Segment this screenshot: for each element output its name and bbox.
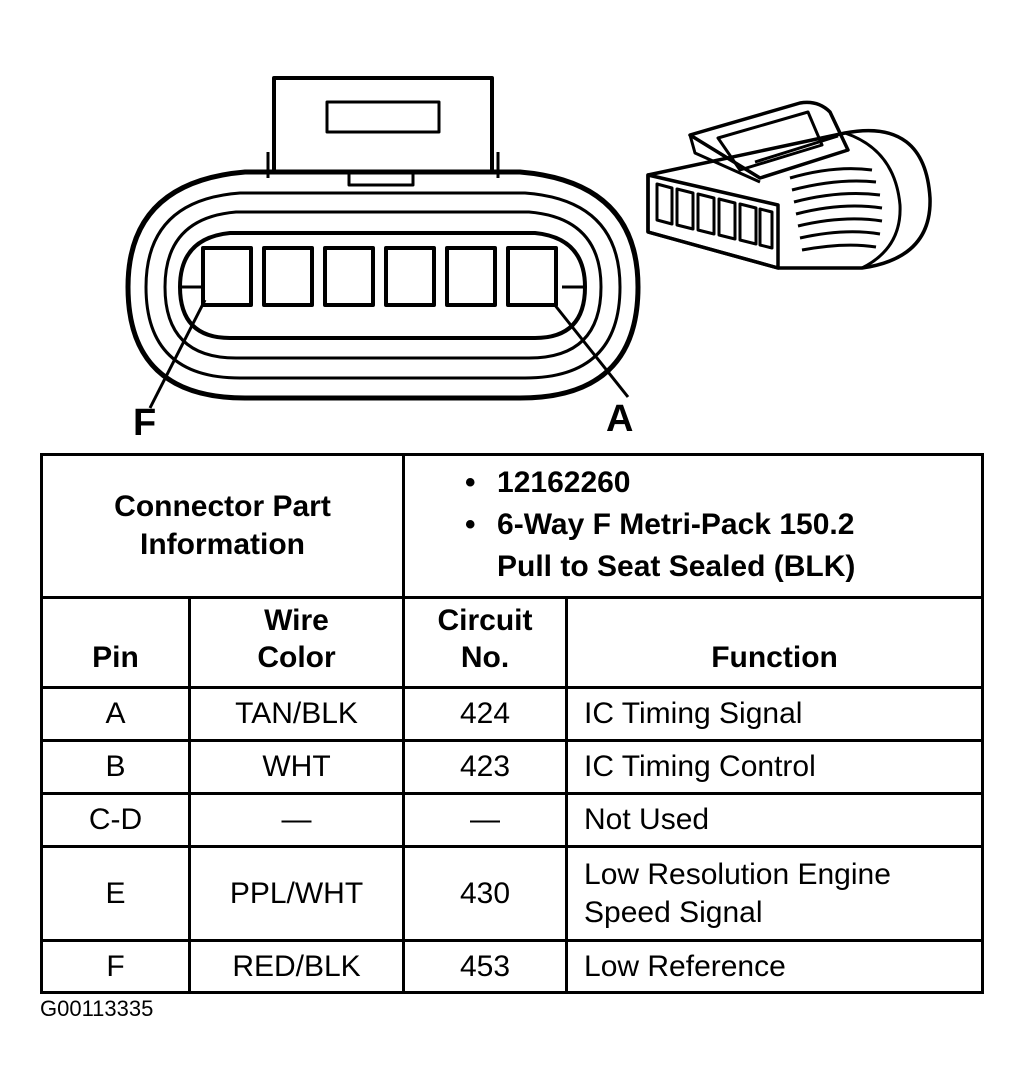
column-header-wire-color: Wire Color xyxy=(187,596,406,689)
part-info-details: 12162260 6-Way F Metri-Pack 150.2 Pull t… xyxy=(402,453,985,599)
seal-ring-middle xyxy=(163,210,603,360)
latch-window xyxy=(325,100,441,134)
leader-line-f xyxy=(148,299,207,409)
column-header-row: Pin Wire Color Circuit No. Function xyxy=(40,596,985,689)
wire-color-cell: WHT xyxy=(187,739,406,795)
circuit-cell: — xyxy=(402,792,569,848)
housing-outer xyxy=(125,169,641,401)
leader-line-a xyxy=(552,303,630,398)
latch-tower xyxy=(272,76,494,174)
pin-window-e xyxy=(262,246,314,307)
wire-color-cell: RED/BLK xyxy=(187,939,406,994)
wire-color-cell: — xyxy=(187,792,406,848)
figure-id: G00113335 xyxy=(40,996,154,1021)
column-header-function: Function xyxy=(565,596,985,689)
connector-perspective-view xyxy=(646,100,932,270)
part-info-row: Connector Part Information 12162260 6-Wa… xyxy=(39,453,985,599)
wire-color-cell: PPL/WHT xyxy=(187,845,406,942)
circuit-cell: 423 xyxy=(402,739,569,795)
pin-cell: B xyxy=(40,739,191,795)
wire-color-cell: TAN/BLK xyxy=(187,686,406,742)
pin-label-a: A xyxy=(606,398,634,440)
part-number: 12162260 xyxy=(465,462,981,504)
connector-face-view xyxy=(125,76,641,409)
connector-table: Connector Part Information 12162260 6-Wa… xyxy=(39,453,985,994)
pin-window-d xyxy=(323,246,375,307)
table-row: B WHT 423 IC Timing Control xyxy=(40,739,985,795)
pin-window-f xyxy=(201,246,253,307)
pin-cell: E xyxy=(40,845,191,942)
terminal-cavity xyxy=(178,231,587,340)
connector-illustration xyxy=(125,76,932,409)
column-header-circuit: Circuit No. xyxy=(402,596,569,689)
table-row: F RED/BLK 453 Low Reference xyxy=(40,939,985,994)
part-info-label: Connector Part Information xyxy=(39,453,406,599)
table-row: E PPL/WHT 430 Low Resolution Engine Spee… xyxy=(40,845,985,942)
pin-label-f: F xyxy=(133,402,157,444)
pin-cell: C-D xyxy=(40,792,191,848)
part-description: 6-Way F Metri-Pack 150.2 Pull to Seat Se… xyxy=(465,504,981,588)
function-cell: Low Resolution Engine Speed Signal xyxy=(565,845,985,942)
table-row: A TAN/BLK 424 IC Timing Signal xyxy=(40,686,985,742)
table-row: C-D — — Not Used xyxy=(40,792,985,848)
circuit-cell: 453 xyxy=(402,939,569,994)
pin-cell: F xyxy=(40,939,191,994)
pin-window-b xyxy=(445,246,497,307)
function-cell: Not Used xyxy=(565,792,985,848)
column-header-pin: Pin xyxy=(40,596,191,689)
pin-window-c xyxy=(384,246,436,307)
circuit-cell: 430 xyxy=(402,845,569,942)
function-cell: IC Timing Control xyxy=(565,739,985,795)
latch-tab xyxy=(347,170,415,187)
pin-cell: A xyxy=(40,686,191,742)
pin-window-a xyxy=(506,246,558,307)
function-cell: Low Reference xyxy=(565,939,985,994)
function-cell: IC Timing Signal xyxy=(565,686,985,742)
circuit-cell: 424 xyxy=(402,686,569,742)
seal-ring-outer xyxy=(144,191,622,380)
